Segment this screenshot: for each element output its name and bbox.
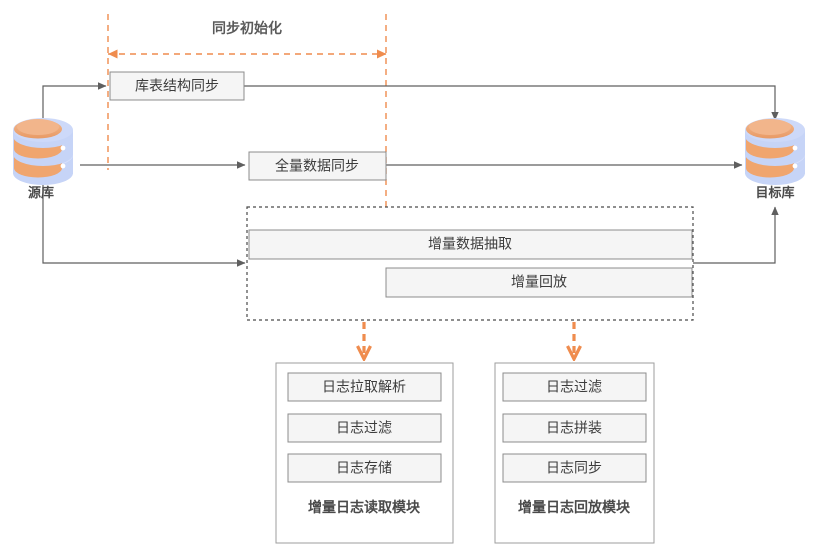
target-db-label: 目标库: [755, 185, 794, 200]
stage-incremental-extract-box: [248, 229, 693, 260]
module-log-replay-frame: [494, 362, 655, 544]
stage-schema-sync-label: 库表结构同步: [135, 78, 219, 94]
module-log-read-step-box-2[interactable]: [287, 453, 442, 483]
stage-incremental-extract[interactable]: 增量数据抽取: [248, 229, 693, 260]
stage-schema-sync-box: [109, 71, 245, 101]
phase-label: 同步初始化: [212, 20, 282, 36]
stage-full-data-sync[interactable]: 全量数据同步: [248, 151, 387, 181]
module-log-read-step-label-1: 日志过滤: [336, 420, 392, 436]
module-drilldown-arrows: [364, 322, 574, 358]
line-source-to-incremental: [42, 180, 246, 267]
stage-schema-sync[interactable]: 库表结构同步: [109, 71, 245, 101]
module-log-read-frame: [275, 362, 454, 544]
module-log-replay-step-box-1[interactable]: [502, 413, 647, 443]
module-log-read-step-label-0: 日志拉取解析: [322, 379, 406, 395]
module-log-replay-step-label-2: 日志同步: [546, 460, 602, 476]
database-icon: [13, 118, 73, 185]
module-log-read-step-box-0[interactable]: [287, 372, 442, 402]
connector-lines: [42, 82, 779, 267]
module-log-replay-step-box-2[interactable]: [502, 453, 647, 483]
source-database[interactable]: 源库: [13, 118, 73, 200]
module-log-replay-caption: 增量日志回放模块: [518, 499, 631, 515]
module-log-read-caption: 增量日志读取模块: [308, 499, 421, 515]
target-database[interactable]: 目标库: [745, 118, 805, 200]
stage-incremental-extract-label: 增量数据抽取: [428, 236, 512, 252]
module-incremental-log-read[interactable]: 日志拉取解析 日志过滤 日志存储 增量日志读取模块: [275, 362, 454, 544]
source-db-label: 源库: [28, 185, 54, 200]
sync-initialization-annotation: 同步初始化: [107, 14, 387, 212]
stage-full-data-sync-label: 全量数据同步: [275, 158, 359, 174]
module-log-read-step-box-1[interactable]: [287, 413, 442, 443]
stage-incremental-replay-box: [385, 267, 693, 298]
stage-incremental-replay[interactable]: 增量回放: [385, 267, 693, 298]
line-schema-sync-to-target: [244, 85, 779, 121]
incremental-sync-container: 增量数据抽取 增量回放: [246, 206, 694, 321]
incremental-container-frame: [246, 206, 694, 321]
stage-full-data-sync-box: [248, 151, 387, 181]
line-incremental-to-target: [693, 206, 779, 264]
module-log-replay-step-label-0: 日志过滤: [546, 379, 602, 395]
stage-incremental-replay-label: 增量回放: [511, 274, 567, 290]
module-log-replay-step-label-1: 日志拼装: [546, 420, 602, 436]
module-incremental-log-replay[interactable]: 日志过滤 日志拼装 日志同步 增量日志回放模块: [494, 362, 655, 544]
module-log-replay-step-box-0[interactable]: [502, 372, 647, 402]
module-log-read-step-label-2: 日志存储: [336, 460, 392, 476]
database-icon: [745, 118, 805, 185]
